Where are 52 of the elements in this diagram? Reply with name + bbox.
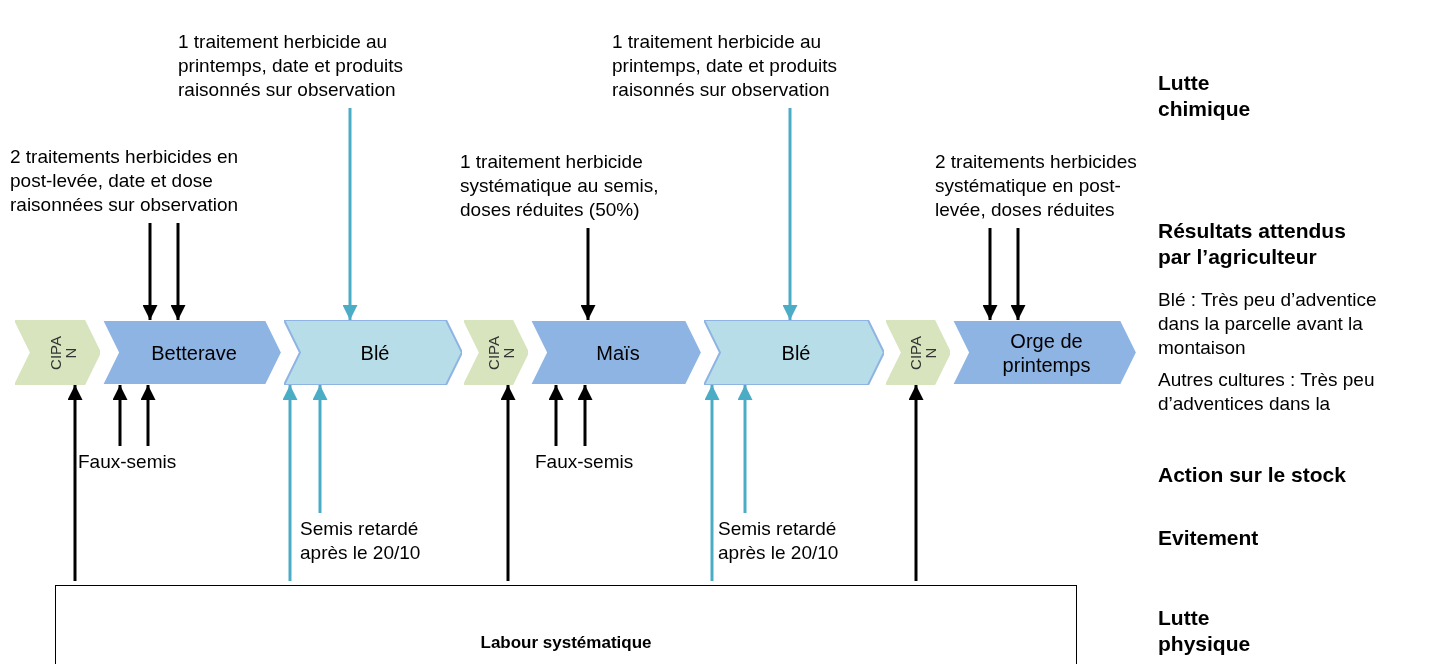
annotation-text: 2 traitements herbicides en post-levée, date et dose raisonnées sur observation <box>10 145 285 217</box>
crop-label: Betterave <box>150 340 238 365</box>
chevron-shape <box>704 320 884 385</box>
annotation-text: 2 traitements herbicides systématique en post-levée, doses réduites <box>935 150 1157 222</box>
note-text: Blé : Très peu d’adventice dans la parcelle avant la montaison <box>1158 288 1378 360</box>
side-heading: Action sur le stock <box>1158 462 1347 488</box>
chevron-shape <box>284 320 462 385</box>
arrow <box>704 385 720 581</box>
chevron-shape <box>530 320 702 385</box>
arrow <box>282 385 298 581</box>
annotation-text: 1 traitement herbicide systématique au semis, doses réduites (50%) <box>460 150 705 222</box>
arrow <box>140 385 156 446</box>
side-heading: Résultats attendus par l’agriculteur <box>1158 218 1347 270</box>
annotation-text: 1 traitement herbicide au printemps, date et produits raisonnés sur observation <box>612 30 902 102</box>
arrow <box>908 385 924 581</box>
annotation-text: Semis retardé après le 20/10 <box>300 517 450 565</box>
process-box <box>55 585 1077 664</box>
side-heading: Lutte chimique <box>1158 70 1252 122</box>
arrow <box>312 385 328 513</box>
arrow <box>1010 228 1026 320</box>
arrow <box>577 385 593 446</box>
crop-label: Blé <box>359 340 391 365</box>
chevron-shape <box>15 320 100 385</box>
chevron-shape <box>886 320 950 385</box>
crop-label: CIPA N <box>486 335 517 370</box>
arrow <box>142 223 158 320</box>
note-text: Autres cultures : Très peu d’adventices dans la <box>1158 368 1376 416</box>
chevron-shape <box>464 320 528 385</box>
annotation-text: Faux-semis <box>78 450 188 474</box>
arrow <box>548 385 564 446</box>
side-heading: Evitement <box>1158 525 1260 551</box>
crop-label: CIPA N <box>47 335 78 370</box>
chevron-shape <box>102 320 282 385</box>
box-label: Labour systématique <box>479 633 653 653</box>
crop-label: CIPA N <box>908 335 939 370</box>
arrow <box>342 108 358 320</box>
arrow <box>170 223 186 320</box>
arrow <box>112 385 128 446</box>
annotation-text: Semis retardé après le 20/10 <box>718 517 868 565</box>
crop-label: Orge de printemps <box>1001 328 1092 377</box>
crop-label: Maïs <box>595 340 641 365</box>
arrow <box>67 385 83 581</box>
annotation-text: 1 traitement herbicide au printemps, date et produits raisonnés sur observation <box>178 30 453 102</box>
arrow <box>782 108 798 320</box>
arrow <box>982 228 998 320</box>
side-heading: Lutte physique <box>1158 605 1252 657</box>
arrow <box>737 385 753 513</box>
annotation-text: Faux-semis <box>535 450 645 474</box>
arrow <box>500 385 516 581</box>
crop-label: Blé <box>780 340 812 365</box>
chevron-shape <box>952 320 1137 385</box>
arrow <box>580 228 596 320</box>
